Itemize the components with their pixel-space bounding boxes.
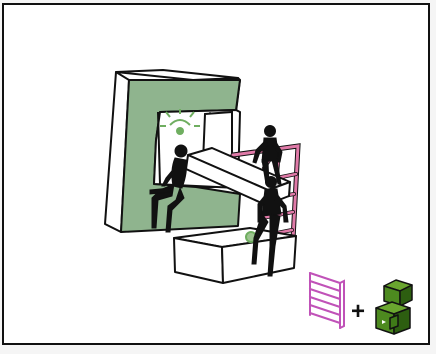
legend-plus-operator: + (351, 298, 365, 325)
person-sitting-window (149, 144, 188, 233)
person-standing-ladder (252, 125, 283, 185)
seat-box (173, 227, 297, 284)
stacked-blocks-icon (375, 279, 413, 335)
light-bulb-icon (160, 109, 200, 135)
person-sitting-box (251, 176, 289, 277)
ladder-frame-icon (309, 272, 345, 329)
c-wall-top-face (115, 69, 239, 81)
